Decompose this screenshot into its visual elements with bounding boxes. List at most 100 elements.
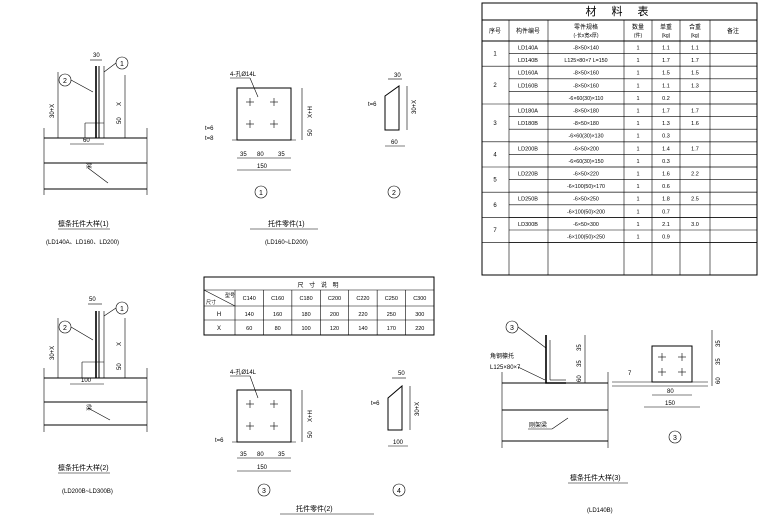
detail-1: 30 30+X X 50 60 2 1 梁 檩条托件大样(1) (LD140A、…	[43, 53, 148, 246]
p3-dim-b1: 35	[240, 452, 247, 458]
size-table-cell: 80	[275, 326, 281, 332]
mt-cell-qty: 1	[636, 71, 639, 77]
mt-cell-total: 1.6	[691, 121, 699, 127]
p2-callout	[387, 185, 401, 199]
mt-cell-unit: 0.6	[662, 184, 670, 190]
d3-plan-plate	[651, 345, 693, 383]
mt-cell-unit: 1.8	[662, 197, 670, 203]
mt-cell-unit: 0.9	[662, 235, 670, 241]
p3-thickness: t=6	[215, 438, 224, 444]
p3-hole-label: 4-孔Ø14L	[230, 368, 257, 376]
mt-cell-qty: 1	[636, 121, 639, 127]
d1-callout-2-label: 2	[63, 78, 67, 85]
size-table-cell: 220	[415, 326, 424, 332]
p3-title: 托件零件(2)	[296, 504, 333, 513]
mt-cell-qty: 1	[636, 222, 639, 228]
size-table-col-header: C160	[271, 296, 284, 302]
d3-callout-label: 3	[510, 325, 514, 332]
mt-cell-code: LD300B	[518, 222, 538, 228]
mt-cell-code: LD140B	[518, 58, 538, 64]
p1-dim-right-lower: 50	[308, 129, 314, 136]
p3-dim-width: 150	[257, 465, 268, 471]
mt-cell-code: LD180B	[518, 121, 538, 127]
mt-header-qty: 数量	[632, 23, 644, 31]
p2-dim-right: 30+X	[412, 100, 418, 114]
d1-subtitle: (LD140A、LD160、LD200)	[46, 240, 119, 246]
p2-callout-label: 2	[392, 190, 396, 197]
mt-group-no: 3	[493, 121, 497, 127]
mt-cell-unit: 1.1	[662, 83, 670, 89]
p3-dim-right-lower: 50	[308, 431, 314, 438]
p1-dim-b2: 80	[257, 152, 264, 158]
mt-group-no: 1	[493, 52, 497, 58]
d3-plan-dim-outer: 150	[665, 401, 676, 407]
mt-cell-spec: -8×50×160	[573, 83, 599, 89]
parts-1: 4-孔Ø14L t=6 t=8 X+H 50 35 80 35 150 1 托件…	[205, 70, 318, 246]
mt-cell-unit: 1.4	[662, 146, 670, 152]
mt-cell-spec: -6×100(50)×250	[567, 235, 605, 241]
d3-angle-spec: L125×80×7	[490, 365, 521, 371]
mt-cell-qty: 1	[636, 172, 639, 178]
p1-dim-width: 150	[257, 164, 268, 170]
material-table-title: 材 料 表	[585, 4, 654, 18]
mt-cell-spec: -8×50×180	[573, 121, 599, 127]
size-table-cell: 300	[415, 312, 424, 318]
mt-header-total: 合重	[689, 23, 701, 31]
d3-plan-dim-r2: 35	[716, 358, 722, 365]
mt-header-unit-weight: 单重	[660, 23, 672, 31]
mt-cell-spec: -8×50×140	[573, 46, 599, 52]
parts-2: 4-孔Ø14L t=6 X+H 50 35 80 35 150 3 托件零件(2…	[215, 368, 374, 515]
mt-header-total-unit: (kg)	[691, 33, 700, 39]
d3-angle-label: 角钢檩托	[490, 352, 514, 360]
size-table-col-header: C220	[356, 296, 369, 302]
p4-dim-bottom: 100	[393, 440, 404, 446]
mt-cell-unit: 1.3	[662, 121, 670, 127]
mt-header-remark: 备注	[727, 27, 739, 35]
size-table-corner-bottom: 尺寸	[206, 299, 216, 306]
mt-cell-spec: -6×60(30)×150	[568, 159, 603, 165]
d1-dim-bottom: 60	[83, 138, 90, 144]
d3-plan-dim-r1: 35	[716, 340, 722, 347]
mt-cell-code: LD200B	[518, 146, 538, 152]
d2-dim-left: 30+X	[50, 346, 56, 360]
mt-cell-spec: -6×100(50)×170	[567, 184, 605, 190]
mt-header-spec-unit: (-长x宽x厚)	[574, 32, 599, 39]
mt-cell-total: 3.0	[691, 222, 699, 228]
d2-dim-right-upper: X	[117, 342, 123, 346]
mt-cell-qty: 1	[636, 197, 639, 203]
mt-cell-total: 1.3	[691, 83, 699, 89]
mt-cell-qty: 1	[636, 235, 639, 241]
p1-dim-b3: 35	[278, 152, 285, 158]
size-table-cell: 250	[387, 312, 396, 318]
d3-dim-mid: 35	[577, 360, 583, 367]
d2-dim-right-lower: 50	[117, 363, 123, 370]
mt-cell-qty: 1	[636, 159, 639, 165]
d1-dim-left: 30+X	[50, 104, 56, 118]
d1-title: 檩条托件大样(1)	[58, 219, 109, 228]
size-table-col-header: C200	[328, 296, 341, 302]
mt-cell-code: LD160B	[518, 83, 538, 89]
size-table-cell: 170	[387, 326, 396, 332]
detail-3: 3 角钢檩托 L125×80×7 35 35 60 刚架梁 檩条托件大样(3) …	[490, 320, 722, 514]
p3-callout-label: 3	[262, 488, 266, 495]
mt-cell-unit: 2.1	[662, 222, 670, 228]
mt-cell-total: 1.1	[691, 46, 699, 52]
d2-subtitle: (LD200B~LD300B)	[62, 489, 113, 495]
material-table: 材 料 表 序号 构件编号 零件规格 (-长x宽x厚) 数量 (件) 单重 (k…	[481, 2, 758, 276]
mt-cell-qty: 1	[636, 209, 639, 215]
mt-cell-code: LD180A	[518, 109, 538, 115]
p2-dim-top: 30	[394, 73, 401, 79]
mt-cell-unit: 0.3	[662, 134, 670, 140]
p3-dim-b2: 80	[257, 452, 264, 458]
d2-dim-bottom: 100	[81, 378, 92, 384]
d3-plan-dim-r3: 60	[716, 377, 722, 384]
p2-thickness: t=6	[368, 102, 377, 108]
mt-cell-qty: 1	[636, 146, 639, 152]
p1-subtitle: (LD160~LD200)	[265, 240, 308, 246]
d3-plan-callout	[668, 430, 682, 444]
p1-callout	[254, 185, 268, 199]
d3-angle-steel	[545, 335, 566, 384]
mt-cell-spec: -8×50×160	[573, 71, 599, 77]
